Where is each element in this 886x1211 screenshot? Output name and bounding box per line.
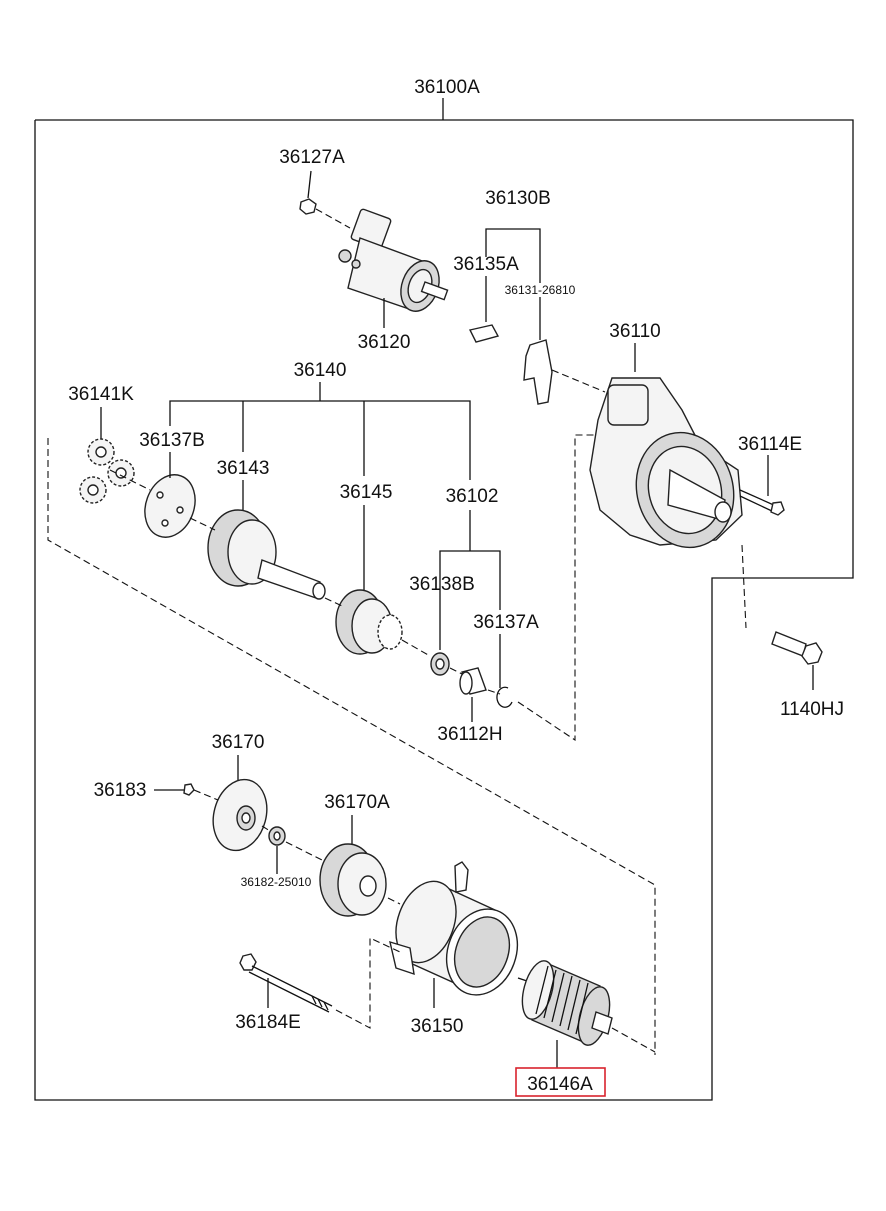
label-36150[interactable]: 36150 <box>411 1016 464 1037</box>
part-36112H-bushing[interactable] <box>459 667 487 722</box>
label-36183[interactable]: 36183 <box>94 780 147 801</box>
part-36137A-snap-ring[interactable] <box>496 686 513 708</box>
label-36140[interactable]: 36140 <box>294 360 347 381</box>
part-36184E-through-bolt[interactable] <box>239 937 401 1029</box>
label-36138B[interactable]: 36138B <box>409 574 475 595</box>
part-36143-planet-carrier-shaft[interactable] <box>207 509 326 600</box>
part-36127A-nut[interactable] <box>299 170 351 229</box>
assembly-boundary <box>34 98 854 1101</box>
label-36182-25010[interactable]: 36182-25010 <box>241 875 312 889</box>
part-36182-washer[interactable] <box>261 825 323 874</box>
label-36170A[interactable]: 36170A <box>324 792 390 813</box>
bracket-36130B <box>485 228 541 340</box>
part-36183-screw[interactable] <box>154 783 219 801</box>
part-36135A-bushing[interactable] <box>468 324 500 343</box>
label-36184E[interactable]: 36184E <box>235 1012 301 1033</box>
part-36170A-brush-holder[interactable] <box>319 843 401 917</box>
label-36135A[interactable]: 36135A <box>453 254 519 275</box>
part-36138B-washer[interactable] <box>430 652 450 676</box>
label-36102[interactable]: 36102 <box>446 486 499 507</box>
part-36141K-planet-gears[interactable] <box>79 438 135 504</box>
label-36131-26810[interactable]: 36131-26810 <box>505 283 576 297</box>
part-36137B-plate[interactable] <box>137 452 204 544</box>
label-1140HJ[interactable]: 1140HJ <box>780 699 844 720</box>
label-36145[interactable]: 36145 <box>340 482 393 503</box>
part-36120-solenoid[interactable] <box>338 208 449 328</box>
label-36170[interactable]: 36170 <box>212 732 265 753</box>
label-36143[interactable]: 36143 <box>217 458 270 479</box>
part-36110-front-housing[interactable] <box>589 377 746 558</box>
label-36137B[interactable]: 36137B <box>139 430 205 451</box>
bracket-36140 <box>169 382 471 590</box>
part-36145-pinion-clutch[interactable] <box>335 589 403 655</box>
highlight-box-36146A <box>515 1067 606 1097</box>
label-36120[interactable]: 36120 <box>358 332 411 353</box>
bracket-36102 <box>439 510 501 688</box>
part-36146A-armature[interactable] <box>517 957 656 1068</box>
part-36131-lever[interactable] <box>523 339 606 405</box>
label-36137A[interactable]: 36137A <box>473 612 539 633</box>
label-36127A[interactable]: 36127A <box>279 147 345 168</box>
label-36112H[interactable]: 36112H <box>437 724 502 745</box>
part-36150-yoke[interactable] <box>385 861 529 1008</box>
label-36110[interactable]: 36110 <box>609 321 660 342</box>
label-36146A[interactable]: 36146A <box>527 1074 593 1095</box>
label-36130B[interactable]: 36130B <box>485 188 551 209</box>
label-36141K[interactable]: 36141K <box>68 384 134 405</box>
assembly-label[interactable]: 36100A <box>414 77 480 98</box>
label-36114E[interactable]: 36114E <box>738 434 802 455</box>
part-36170-rear-bracket[interactable] <box>206 773 275 856</box>
assembly-axis-lines <box>47 434 656 1055</box>
part-1140HJ-bolt[interactable] <box>741 544 823 690</box>
part-36114E-bolt[interactable] <box>739 455 785 516</box>
